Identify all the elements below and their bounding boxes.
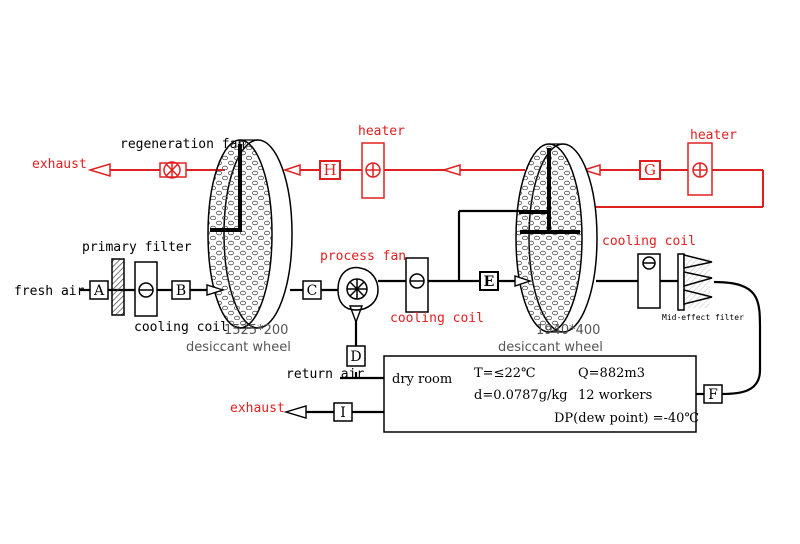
cooling-coil-1-icon [134,261,158,317]
node-F-box: F [703,384,723,404]
process-circuit [80,209,762,414]
dry-room-box: dry room T=≤22℃ Q=882m3 d=0.0787g/kg 12 … [383,355,699,433]
fresh-air-label: fresh air [14,284,85,299]
dry-room-temperature: T=≤22℃ [474,366,536,381]
node-E-label: E [484,274,495,290]
wheel-2-name: desiccant wheel [498,340,603,355]
dry-room-flow: Q=882m3 [578,366,645,381]
node-A-box: A [89,280,109,300]
regen-arrow-3 [581,163,601,177]
node-B-box: B [171,280,191,300]
node-G-label: G [644,161,656,179]
process-fan-label: process fan [320,249,406,264]
cooling-coil-3-label: cooling coil [602,234,696,249]
node-D-box: D [346,345,366,367]
node-H-box: H [319,160,341,180]
node-A-label: A [93,283,105,299]
node-C-box: C [302,280,322,300]
regen-arrows [87,162,601,178]
exhaust-bottom-label: exhaust [230,401,285,416]
primary-filter-label: primary filter [82,240,192,255]
return-air-arrow [348,305,364,324]
desiccant-wheel-2 [515,143,598,333]
regeneration-fan-label: regeneration fan [120,137,245,152]
exhaust-arrow-top [87,162,111,178]
exhaust-top-label: exhaust [32,157,87,172]
dry-room-dew-point: DP(dew point) =-40℃ [554,411,699,426]
node-F-label: F [708,387,718,403]
heater-2-label: heater [690,128,737,143]
arrow-into-wheel1 [206,284,226,296]
cooling-coil-3-icon [637,253,661,309]
regeneration-circuit [110,169,764,208]
return-air-label: return air [286,367,364,382]
cooling-coil-1-label: cooling coil [134,320,228,335]
node-I-label: I [340,405,346,421]
node-C-label: C [307,283,318,299]
cooling-coil-2-icon [405,257,429,313]
node-H-label: H [323,161,336,179]
regen-arrow-2 [441,163,461,177]
dry-room-title: dry room [392,372,452,387]
node-E-box: E [479,271,499,291]
exhaust-arrow-bottom [283,405,307,419]
dry-room-humidity: d=0.0787g/kg [474,388,568,403]
node-I-box: I [333,402,353,422]
heater-1-label: heater [358,124,405,139]
regeneration-fan-icon [159,161,187,179]
wheel-2-size: 1940*400 [536,323,600,338]
wheel-1-size: 1525*200 [224,323,288,338]
node-G-box: G [639,160,661,180]
mid-effect-filter-icon [677,253,713,311]
desiccant-wheel-1 [207,139,293,329]
heater-1-icon [361,142,385,199]
arrow-into-wheel2 [514,275,533,287]
node-D-label: D [350,349,361,365]
mid-effect-filter-label: Mid-effect filter [662,313,744,322]
heater-2-icon [687,142,713,196]
node-B-label: B [176,283,186,299]
regen-arrow-1 [282,163,301,177]
wheel-1-name: desiccant wheel [186,340,291,355]
primary-filter-icon [111,258,125,316]
cooling-coil-2-label: cooling coil [390,311,484,326]
dry-room-workers: 12 workers [578,388,652,403]
process-fan-icon [337,266,379,311]
